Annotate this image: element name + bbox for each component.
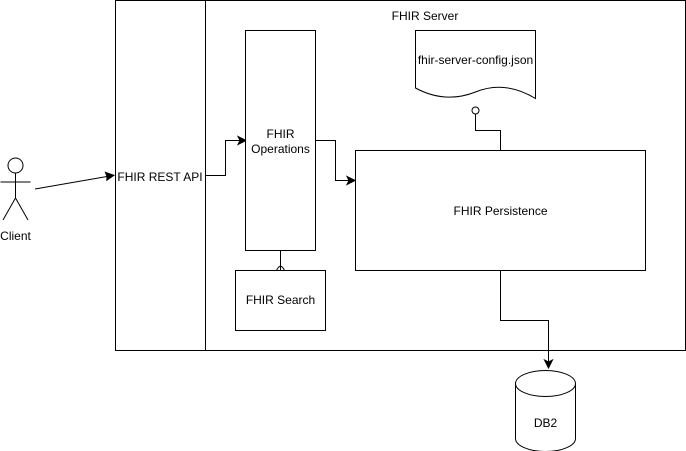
edge-operations-to-persistence (315, 140, 349, 181)
edge-client-to-api-arrowhead (104, 171, 116, 182)
fhir-server-label: FHIR Server (392, 9, 459, 23)
edge-api-to-operations-arrowhead (236, 135, 248, 146)
fhir-rest-api-label: FHIR REST API (117, 170, 202, 184)
fhir-operations-label-line1: FHIR (267, 127, 295, 141)
edge-client-to-api (34, 176, 108, 190)
config-port-circle (471, 106, 480, 115)
fhir-operations-label-line2: Operations (251, 142, 310, 156)
fhir-persistence-label: FHIR Persistence (453, 204, 547, 218)
fhir-search-label: FHIR Search (246, 293, 315, 307)
stick-figure-icon (0, 157, 31, 221)
edge-operations-to-search-marker (276, 265, 285, 271)
config-document-label: fhir-server-config.json (418, 53, 533, 67)
edge-api-to-operations (205, 140, 240, 176)
fhir-rest-api-box (115, 0, 206, 351)
edge-config-to-persistence (475, 114, 501, 151)
config-document-shape (415, 30, 536, 100)
db2-label: DB2 (534, 416, 558, 430)
db2-database-node: DB2 (515, 370, 576, 451)
fhir-persistence-node: FHIR Persistence (355, 150, 646, 271)
db2-cylinder-body (515, 383, 576, 451)
db2-cylinder-top (515, 370, 576, 397)
fhir-operations-node: FHIR Operations (245, 30, 316, 251)
edge-operations-to-persistence-arrowhead (345, 175, 357, 186)
fhir-persistence-box (355, 150, 646, 271)
edge-persistence-to-db2-arrowhead (543, 358, 554, 370)
fhir-search-node: FHIR Search (235, 270, 326, 331)
config-document-node: fhir-server-config.json (415, 30, 536, 100)
client-label: Client (0, 229, 31, 243)
fhir-rest-api-node: FHIR REST API (115, 0, 206, 351)
edge-persistence-to-db2 (500, 270, 549, 362)
client-actor-node: Client (0, 157, 32, 243)
